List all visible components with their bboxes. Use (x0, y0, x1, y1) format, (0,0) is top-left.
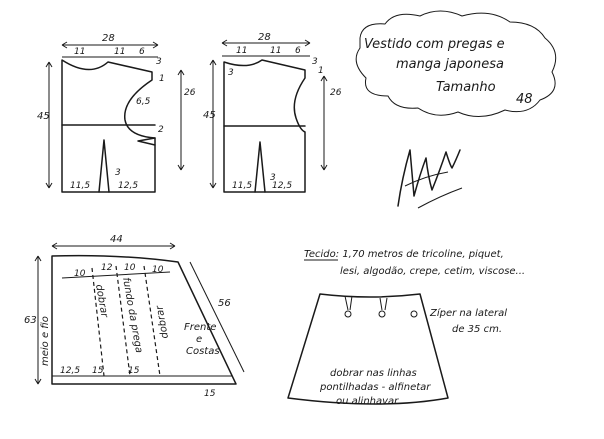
dim-height-45-back: 45 (203, 110, 216, 121)
skirt-fundo-da-prega: fundo da prega (120, 277, 144, 354)
dim-top-11b-back: 11 (270, 46, 281, 56)
dim-dart-3-back: 3 (270, 173, 276, 183)
bodice-front: 28 11 11 6 45 26 3 1 6,5 2 3 11,5 12,5 (37, 33, 196, 193)
dim-skirt-height-63: 63 (24, 315, 37, 326)
fabric-line-1: Tecido: 1,70 metros de tricoline, piquet… (304, 249, 504, 260)
dim-skirt-top-10c: 10 (152, 265, 164, 275)
dim-skirt-top-10a: 10 (74, 269, 86, 279)
dim-skirt-bottom-15c: 15 (204, 389, 216, 399)
title-line-2: manga japonesa (396, 57, 504, 72)
skirt-dobrar-1: dobrar (93, 284, 110, 319)
fabric-line-2: lesi, algodão, crepe, cetim, viscose... (340, 266, 525, 277)
dim-width-28-back: 28 (258, 32, 271, 43)
dim-skirt-bottom-15a: 15 (92, 366, 104, 376)
instr-line-1: dobrar nas linhas (330, 368, 417, 379)
dim-top-11b: 11 (114, 47, 125, 57)
dim-height-45: 45 (37, 111, 50, 122)
skirt-label-costas: Costas (186, 346, 220, 357)
dim-right-1-back: 1 (318, 66, 324, 76)
skirt-meio-e-fio: meio e fio (40, 316, 51, 366)
dim-top-11: 11 (74, 47, 85, 57)
title-block: Vestido com pregas e manga japonesa Tama… (355, 10, 557, 117)
title-line-3: Tamanho (436, 80, 496, 95)
skirt-label-frente: Frente (184, 322, 216, 333)
skirt-sketch: Zíper na lateral de 35 cm. dobrar nas li… (287, 293, 507, 407)
instr-line-2: pontilhadas - alfinetar (319, 382, 431, 393)
dim-dart-2: 2 (158, 125, 164, 135)
zipper-line-1: Zíper na lateral (429, 307, 507, 319)
instr-line-3: ou alinhavar (336, 396, 399, 407)
dim-skirt-bottom-12-5: 12,5 (60, 366, 80, 376)
skirt-label-e: e (196, 334, 202, 345)
dim-bottom-12-5-back: 12,5 (272, 181, 292, 191)
dim-skirt-top-12: 12 (101, 263, 113, 273)
signature (397, 149, 463, 209)
skirt-pattern: 44 63 10 12 10 10 meio e fio dobrar fund… (24, 234, 245, 399)
bodice-back: 28 11 11 6 45 26 3 1 3 3 11,5 12,5 (203, 32, 342, 193)
dim-bottom-12-5: 12,5 (118, 181, 138, 191)
dim-skirt-width-44: 44 (110, 234, 123, 245)
dim-top-6: 6 (139, 47, 145, 57)
dim-skirt-top-10b: 10 (124, 263, 136, 273)
dim-right-3: 3 (156, 57, 162, 67)
skirt-dobrar-2: dobrar (154, 304, 171, 339)
dim-bottom-11-5: 11,5 (70, 181, 90, 191)
title-size: 48 (516, 92, 533, 107)
dim-top-6-back: 6 (295, 46, 301, 56)
dim-left-3-back: 3 (228, 68, 234, 78)
dim-top-11-back: 11 (236, 46, 247, 56)
dim-skirt-diagonal-56: 56 (218, 298, 231, 309)
dim-width-28: 28 (102, 33, 115, 44)
dim-right-3-back: 3 (312, 57, 318, 67)
dim-armhole-6-5: 6,5 (136, 97, 151, 107)
dim-skirt-bottom-15b: 15 (128, 366, 140, 376)
dim-side-26-back: 26 (330, 88, 342, 98)
fabric-note: Tecido: 1,70 metros de tricoline, piquet… (304, 249, 525, 277)
dim-side-26: 26 (184, 88, 196, 98)
zipper-line-2: de 35 cm. (452, 324, 502, 335)
dim-bottom-11-5-back: 11,5 (232, 181, 252, 191)
title-line-1: Vestido com pregas e (364, 37, 505, 52)
dim-right-1: 1 (159, 74, 165, 84)
dim-dart-3: 3 (115, 168, 121, 178)
